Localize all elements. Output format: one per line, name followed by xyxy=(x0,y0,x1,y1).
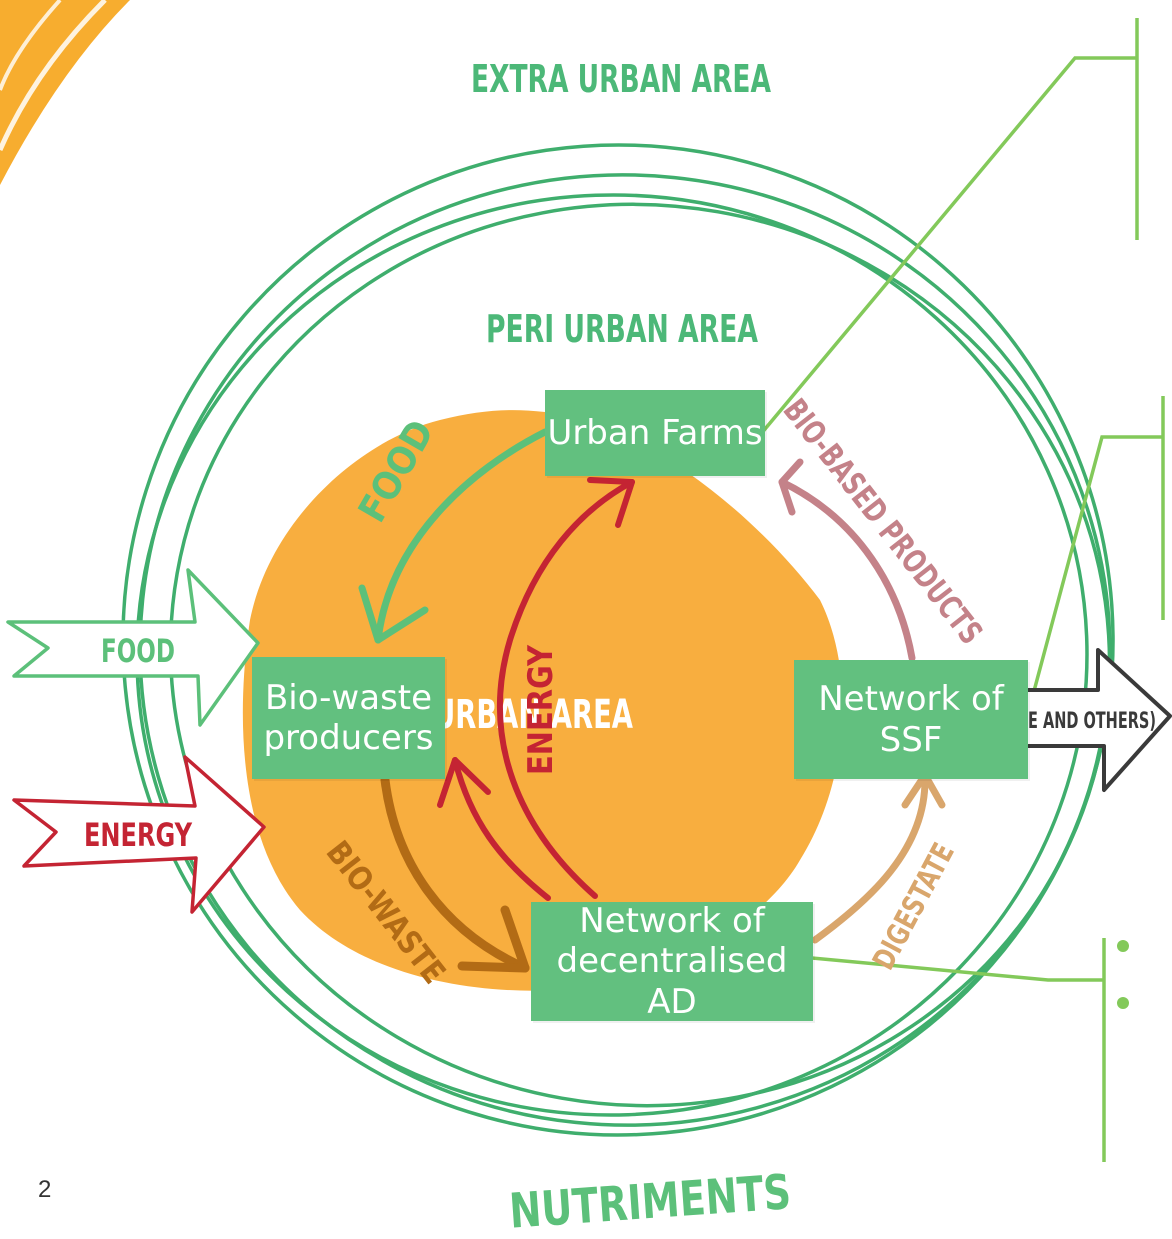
urban-area-blob xyxy=(242,410,843,991)
bio-waste-label-line2: producers xyxy=(263,718,434,758)
bio-waste-arrow xyxy=(380,775,530,973)
output-arrow: E AND OTHERS) xyxy=(1025,648,1172,792)
nutriments-label: NUTRIMENTS xyxy=(508,1164,793,1239)
energy-input-arrow: ENERGY xyxy=(12,755,266,914)
peri-urban-area-label: PERI URBAN AREA xyxy=(486,307,758,351)
callout-bullet-1 xyxy=(1117,940,1129,952)
callout-lines xyxy=(758,18,1165,1162)
ssf-label-line1: Network of xyxy=(818,679,1004,720)
food-input-label: FOOD xyxy=(101,632,175,670)
ad-label-line1: Network of xyxy=(579,901,765,942)
bio-waste-label-line1: Bio-waste xyxy=(264,677,433,718)
ssf-label-line2: SSF xyxy=(879,719,943,760)
energy-flow-arrow xyxy=(437,477,635,901)
energy-flow-label: ENERGY xyxy=(521,644,561,775)
corner-swoosh-decoration xyxy=(0,0,130,185)
urban-farms-label: Urban Farms xyxy=(547,412,763,453)
ssf-network-node: Network of SSF xyxy=(794,660,1028,779)
urban-farms-node: Urban Farms xyxy=(545,390,765,476)
extra-urban-area-label: EXTRA URBAN AREA xyxy=(471,57,771,101)
page-number: 2 xyxy=(38,1176,52,1203)
decentralised-ad-node: Network of decentralised AD xyxy=(531,901,813,1022)
callout-bullet-2 xyxy=(1117,997,1129,1009)
energy-input-label: ENERGY xyxy=(84,816,193,854)
output-arrow-label: E AND OTHERS) xyxy=(1028,709,1156,734)
digestate-label: DIGESTATE xyxy=(866,837,962,975)
food-input-arrow: FOOD xyxy=(6,568,260,727)
ad-label-line2: decentralised AD xyxy=(556,941,788,1022)
bio-waste-producers-node: Bio-waste producers xyxy=(252,657,445,779)
urban-area-label: URBAN AREA xyxy=(433,692,633,738)
food-flow-arrow xyxy=(358,428,549,644)
bio-based-products-arrow xyxy=(778,458,916,662)
